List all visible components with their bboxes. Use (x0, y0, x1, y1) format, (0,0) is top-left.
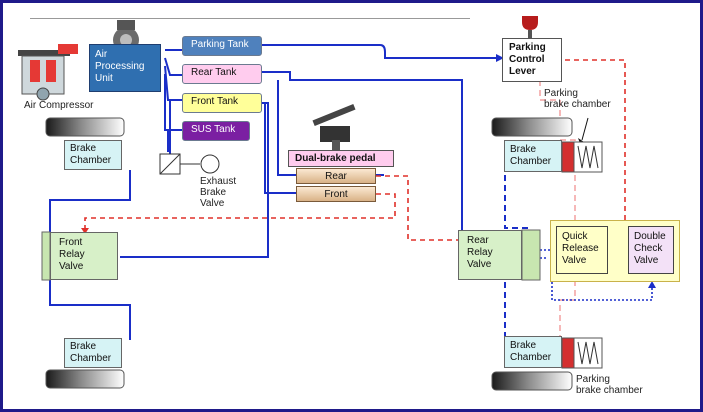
exhaust-line-2: Brake (200, 187, 227, 198)
qrv-line-3: Valve (562, 255, 587, 266)
tire-front-bottom (45, 369, 125, 389)
chamber-line-1: Brake (510, 144, 537, 155)
pedal-icon (312, 103, 356, 150)
front-relay-line-1: Front (59, 237, 83, 248)
top-rule (30, 18, 470, 19)
front-relay-valve[interactable]: Front Relay Valve (50, 232, 118, 280)
pbc-top-line-2: brake chamber (544, 99, 611, 110)
air-compressor-label: Air Compressor (24, 100, 94, 111)
qrv-line-1: Quick (562, 231, 588, 242)
dual-brake-pedal-title: Dual-brake pedal (288, 150, 394, 167)
qrv-line-2: Release (562, 243, 599, 254)
tire-front-top (45, 117, 125, 137)
rear-relay-line-2: Relay (467, 247, 493, 258)
chamber-line-2: Chamber (510, 156, 552, 167)
apu-label-line-1: Air (95, 49, 108, 60)
rear-relay-valve[interactable]: Rear Relay Valve (458, 230, 522, 280)
chamber-line-2: Chamber (510, 352, 552, 363)
pbc-top-line-1: Parking (544, 88, 578, 99)
lever-knob-icon (522, 16, 538, 38)
dcv-line-1: Double (634, 231, 666, 242)
apu-label-line-3: Unit (95, 73, 113, 84)
pbc-bottom-line-2: brake chamber (576, 385, 643, 396)
rear-brake-chamber-bottom[interactable]: Brake Chamber (504, 336, 562, 368)
dcv-line-2: Check (634, 243, 663, 254)
lever-line-1: Parking (509, 42, 546, 53)
exhaust-line-3: Valve (200, 198, 225, 209)
front-brake-chamber-top[interactable]: Brake Chamber (64, 140, 122, 170)
double-check-valve[interactable]: Double Check Valve (628, 226, 674, 274)
dcv-line-3: Valve (634, 255, 659, 266)
chamber-line-1: Brake (70, 143, 97, 154)
air-compressor-icon (18, 44, 78, 101)
exhaust-line-1: Exhaust (200, 176, 237, 187)
front-tank[interactable]: Front Tank (182, 93, 262, 113)
pbc-bottom-line-1: Parking (576, 374, 610, 385)
front-relay-line-2: Relay (59, 249, 85, 260)
rear-brake-chamber-top[interactable]: Brake Chamber (504, 140, 562, 172)
air-processing-unit[interactable]: Air Processing Unit (89, 44, 161, 92)
rear-relay-line-3: Valve (467, 259, 492, 270)
exhaust-brake-valve-label: Exhaust Brake Valve (200, 176, 236, 209)
parking-brake-chamber-label-top: Parking brake chamber (544, 88, 611, 110)
quick-release-valve[interactable]: Quick Release Valve (556, 226, 608, 274)
exhaust-brake-valve-symbol (159, 153, 220, 175)
front-relay-line-3: Valve (59, 261, 84, 272)
rear-tank[interactable]: Rear Tank (182, 64, 262, 84)
sus-tank[interactable]: SUS Tank (182, 121, 250, 141)
chamber-line-1: Brake (70, 341, 97, 352)
parking-brake-chamber-label-bottom: Parking brake chamber (576, 374, 643, 396)
chamber-line-1: Brake (510, 340, 537, 351)
parking-tank[interactable]: Parking Tank (182, 36, 262, 56)
tire-rear-top (491, 117, 573, 137)
chamber-line-2: Chamber (70, 353, 112, 364)
tire-rear-bottom (491, 371, 573, 391)
parking-control-lever[interactable]: Parking Control Lever (502, 38, 562, 82)
apu-label-line-2: Processing (95, 61, 145, 72)
pedal-rear-port[interactable]: Rear (296, 168, 376, 184)
chamber-line-2: Chamber (70, 155, 112, 166)
front-brake-chamber-bottom[interactable]: Brake Chamber (64, 338, 122, 368)
pedal-front-port[interactable]: Front (296, 186, 376, 202)
rear-relay-line-1: Rear (467, 235, 489, 246)
lever-line-2: Control (509, 54, 545, 65)
lever-line-3: Lever (509, 66, 536, 77)
